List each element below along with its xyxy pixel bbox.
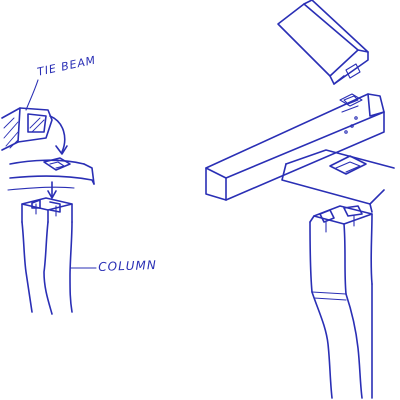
tie-beam-sketch — [1, 107, 53, 151]
column-sketch — [21, 197, 73, 315]
column-label: COLUMN — [98, 257, 158, 274]
lower-beam-sketch — [7, 157, 95, 191]
cap-block-sketch — [277, 0, 369, 85]
rotation-arrow — [49, 115, 68, 155]
long-beam-sketch — [205, 93, 385, 201]
assembled-column-sketch — [309, 205, 373, 399]
assembled-view — [205, 0, 395, 399]
exploded-view — [1, 79, 97, 315]
down-arrow — [47, 181, 57, 199]
tie-beam-leader — [25, 79, 39, 111]
cross-beam-sketch — [281, 149, 395, 213]
